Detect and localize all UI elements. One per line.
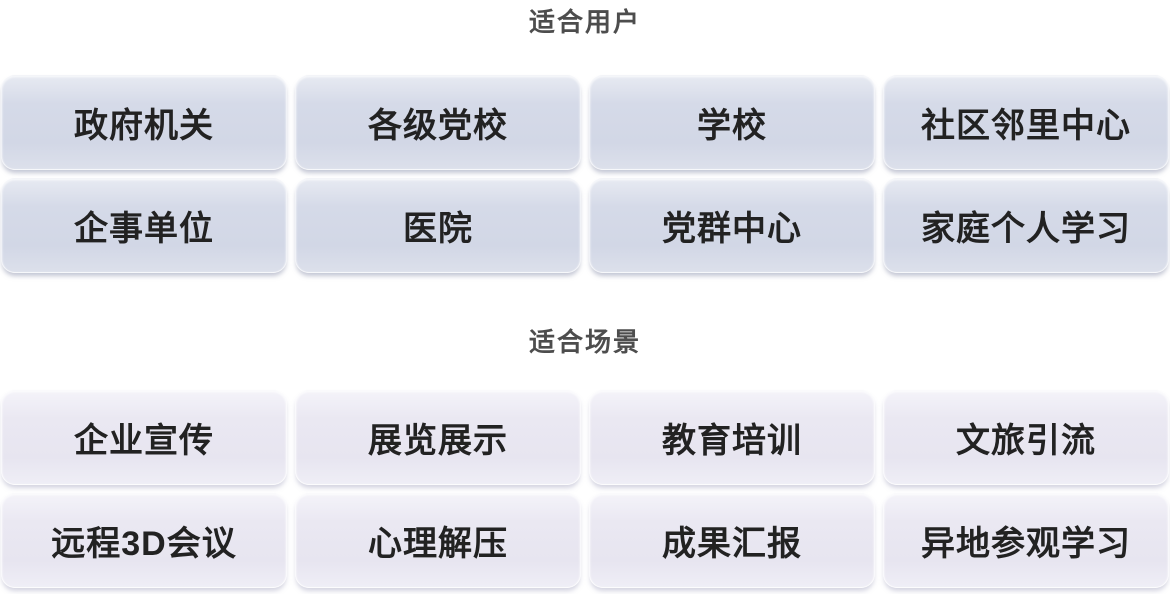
scene-tile: 教育培训 — [589, 390, 875, 485]
user-tile: 企事单位 — [1, 178, 287, 273]
section-title-scenes: 适合场景 — [528, 327, 641, 357]
scene-tile: 成果汇报 — [589, 493, 875, 588]
scene-tile: 远程3D会议 — [1, 493, 287, 588]
scene-tile: 心理解压 — [295, 493, 581, 588]
scenes-tile-grid: 企业宣传 展览展示 教育培训 文旅引流 远程3D会议 心理解压 成果汇报 异地参… — [1, 390, 1169, 588]
user-tile: 社区邻里中心 — [883, 75, 1169, 170]
section-title-users: 适合用户 — [528, 7, 641, 37]
users-tile-grid: 政府机关 各级党校 学校 社区邻里中心 企事单位 医院 党群中心 家庭个人学习 — [1, 75, 1169, 273]
user-tile: 家庭个人学习 — [883, 178, 1169, 273]
page: 适合用户 政府机关 各级党校 学校 社区邻里中心 企事单位 医院 党群中心 家庭… — [1, 6, 1169, 588]
scene-tile: 企业宣传 — [1, 390, 287, 485]
user-tile: 学校 — [589, 75, 875, 170]
user-tile: 党群中心 — [589, 178, 875, 273]
user-tile: 医院 — [295, 178, 581, 273]
scene-tile: 异地参观学习 — [883, 493, 1169, 588]
scene-tile: 文旅引流 — [883, 390, 1169, 485]
user-tile: 各级党校 — [295, 75, 581, 170]
scene-tile: 展览展示 — [295, 390, 581, 485]
user-tile: 政府机关 — [1, 75, 287, 170]
